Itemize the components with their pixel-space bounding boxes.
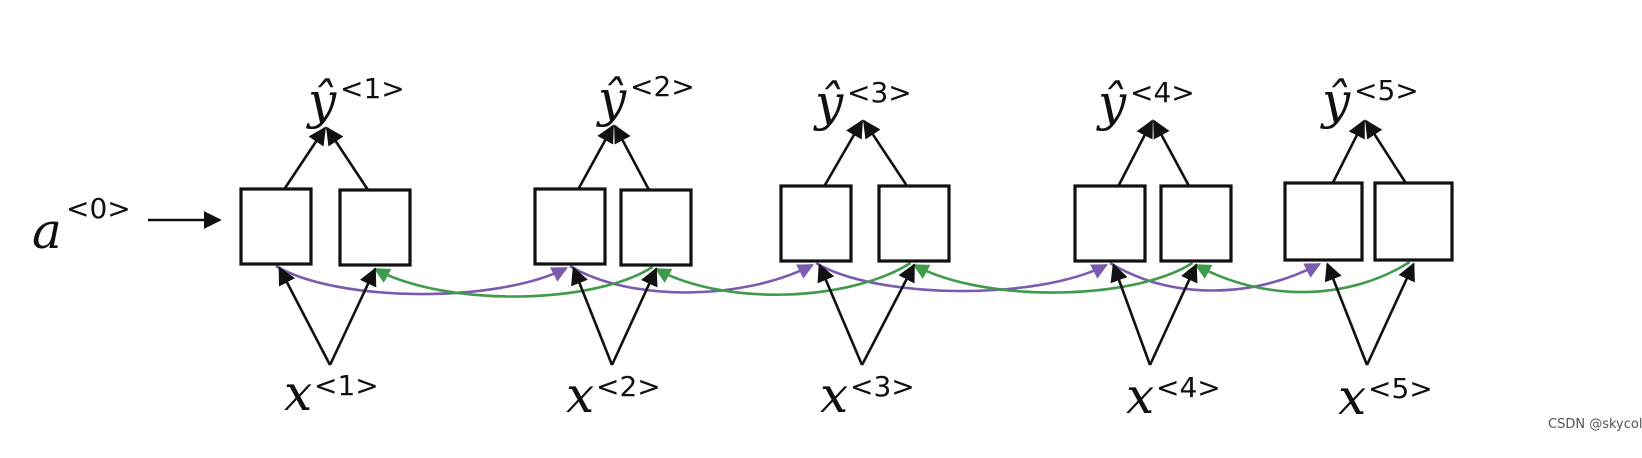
output-superscript-2: <2> [630,70,695,103]
backward-cell-5 [1373,181,1454,262]
forward-cell-4 [1073,184,1147,263]
input-to-backward-arrow-1 [328,267,377,366]
forward-to-output-arrow-1 [283,126,327,190]
forward-cell-3 [779,184,853,263]
backward-to-output-arrow-5 [1364,119,1407,184]
forward-to-output-arrow-2 [577,124,615,190]
initial-activation: a <0> [32,192,222,260]
output-label-4: ŷ [1096,74,1127,132]
input-to-forward-arrow-4 [1110,263,1152,366]
output-label-1: ŷ [306,72,337,130]
input-label-4: x [1126,367,1154,425]
forward-cell-2 [533,187,607,266]
forward-cell-1 [239,187,313,266]
output-label-3: ŷ [813,74,844,132]
backward-to-output-arrow-3 [862,119,909,187]
rnn-cells [239,181,1454,267]
input-label-3: x [820,366,848,424]
input-label-2: x [566,366,594,424]
backward-to-output-arrow-1 [325,126,370,191]
input-to-forward-arrow-5 [1324,262,1369,366]
backward-connection-4-3 [912,261,1194,294]
forward-connection-3-4 [815,261,1108,293]
forward-connection-1-2 [275,264,568,296]
backward-connection-5-4 [1194,260,1411,294]
input-to-forward-arrow-1 [278,266,332,366]
backward-cell-2 [619,188,693,267]
forward-to-output-arrow-5 [1331,119,1366,184]
output-superscript-4: <4> [1130,76,1195,109]
input-to-backward-arrow-4 [1148,263,1198,366]
input-to-forward-arrow-3 [817,263,864,366]
input-to-backward-arrow-3 [860,263,916,366]
backward-cell-1 [338,188,412,267]
outputs: ŷ <1> ŷ <2> ŷ <3> ŷ <4> ŷ <5> [306,70,1419,132]
input-to-forward-arrow-2 [571,266,614,366]
input-label-5: x [1338,368,1366,426]
output-superscript-1: <1> [340,72,405,105]
forward-cell-5 [1283,181,1364,262]
initial-activation-symbol: a [32,202,62,260]
output-superscript-5: <5> [1354,74,1419,107]
input-superscript-3: <3> [850,370,915,403]
backward-to-output-arrow-2 [613,124,651,191]
backward-connection-3-2 [654,261,912,296]
backward-cell-4 [1159,184,1233,263]
backward-cell-3 [877,184,951,263]
input-to-backward-arrow-2 [610,267,658,366]
forward-connection-2-3 [569,263,814,294]
initial-activation-superscript: <0> [66,192,131,225]
input-superscript-2: <2> [596,370,661,403]
output-superscript-3: <3> [847,76,912,109]
input-superscript-5: <5> [1368,372,1433,405]
backward-to-output-arrow-4 [1152,119,1191,187]
recurrent-connections [275,260,1411,298]
input-output-arrows [278,119,1415,366]
forward-to-output-arrow-4 [1117,119,1154,187]
output-label-5: ŷ [1320,72,1351,130]
forward-connection-4-5 [1109,261,1322,292]
forward-to-output-arrow-3 [823,119,864,187]
input-to-backward-arrow-5 [1365,262,1415,366]
input-superscript-1: <1> [314,369,379,402]
watermark: CSDN @skycol [1548,417,1642,432]
output-label-2: ŷ [596,70,627,128]
input-label-1: x [284,364,312,422]
inputs: x <1> x <2> x <3> x <4> x <5> [284,364,1433,426]
backward-connection-2-1 [373,265,654,298]
input-superscript-4: <4> [1156,371,1221,404]
